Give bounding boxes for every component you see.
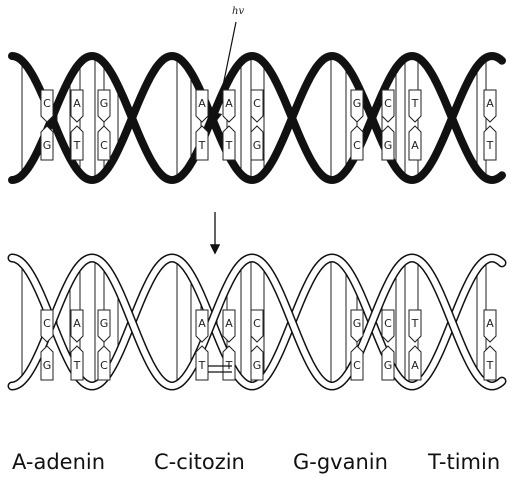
base-pair: AT	[223, 90, 235, 160]
base-letter-bottom: C	[100, 359, 108, 372]
base-letter-bottom: T	[198, 359, 206, 372]
base-letter-bottom: T	[486, 139, 494, 152]
base-pair: CG	[251, 90, 263, 160]
base-letter-bottom: C	[100, 139, 108, 152]
base-letter-top: A	[225, 97, 233, 110]
base-letter-top: C	[43, 317, 51, 330]
base-letter-bottom: T	[486, 359, 494, 372]
base-letter-top: G	[353, 97, 362, 110]
base-letter-bottom: A	[411, 139, 419, 152]
base-letter-top: G	[100, 97, 109, 110]
base-legend: A-adenin C-citozin G-gvanin T-timin	[0, 444, 522, 484]
base-letter-bottom: G	[253, 139, 262, 152]
base-letter-top: G	[100, 317, 109, 330]
base-letter-bottom: G	[384, 359, 393, 372]
base-letter-bottom: T	[225, 139, 233, 152]
base-pair: CG	[382, 90, 394, 160]
base-letter-bottom: T	[198, 139, 206, 152]
hv-label: hv	[232, 6, 244, 17]
base-letter-top: A	[198, 97, 206, 110]
base-letter-top: A	[486, 317, 494, 330]
base-pair: AT	[71, 90, 83, 160]
base-letter-top: C	[253, 97, 261, 110]
base-pair: TA	[409, 310, 421, 380]
base-letter-top: A	[73, 97, 81, 110]
base-letter-top: C	[384, 317, 392, 330]
base-letter-top: A	[225, 317, 233, 330]
base-letter-top: T	[411, 97, 419, 110]
legend-adenine: A-adenin	[12, 450, 105, 474]
base-letter-bottom: T	[73, 139, 81, 152]
base-letter-bottom: T	[73, 359, 81, 372]
base-letter-bottom: C	[353, 359, 361, 372]
base-letter-bottom: C	[353, 139, 361, 152]
base-letter-bottom: G	[43, 139, 52, 152]
base-letter-top: A	[486, 97, 494, 110]
base-pair: TA	[409, 90, 421, 160]
legend-thymine: T-timin	[428, 450, 500, 474]
base-letter-top: C	[253, 317, 261, 330]
base-letter-top: C	[43, 97, 51, 110]
base-pair: CG	[251, 310, 263, 380]
base-letter-top: A	[73, 317, 81, 330]
base-letter-top: T	[411, 317, 419, 330]
base-letter-bottom: A	[411, 359, 419, 372]
base-letter-bottom: G	[253, 359, 262, 372]
base-pair: AT	[71, 310, 83, 380]
legend-cytosine: C-citozin	[154, 450, 245, 474]
base-letter-top: A	[198, 317, 206, 330]
base-letter-top: C	[384, 97, 392, 110]
base-letter-bottom: G	[43, 359, 52, 372]
base-letter-bottom: G	[384, 139, 393, 152]
legend-guanine: G-gvanin	[293, 450, 388, 474]
base-letter-top: G	[353, 317, 362, 330]
